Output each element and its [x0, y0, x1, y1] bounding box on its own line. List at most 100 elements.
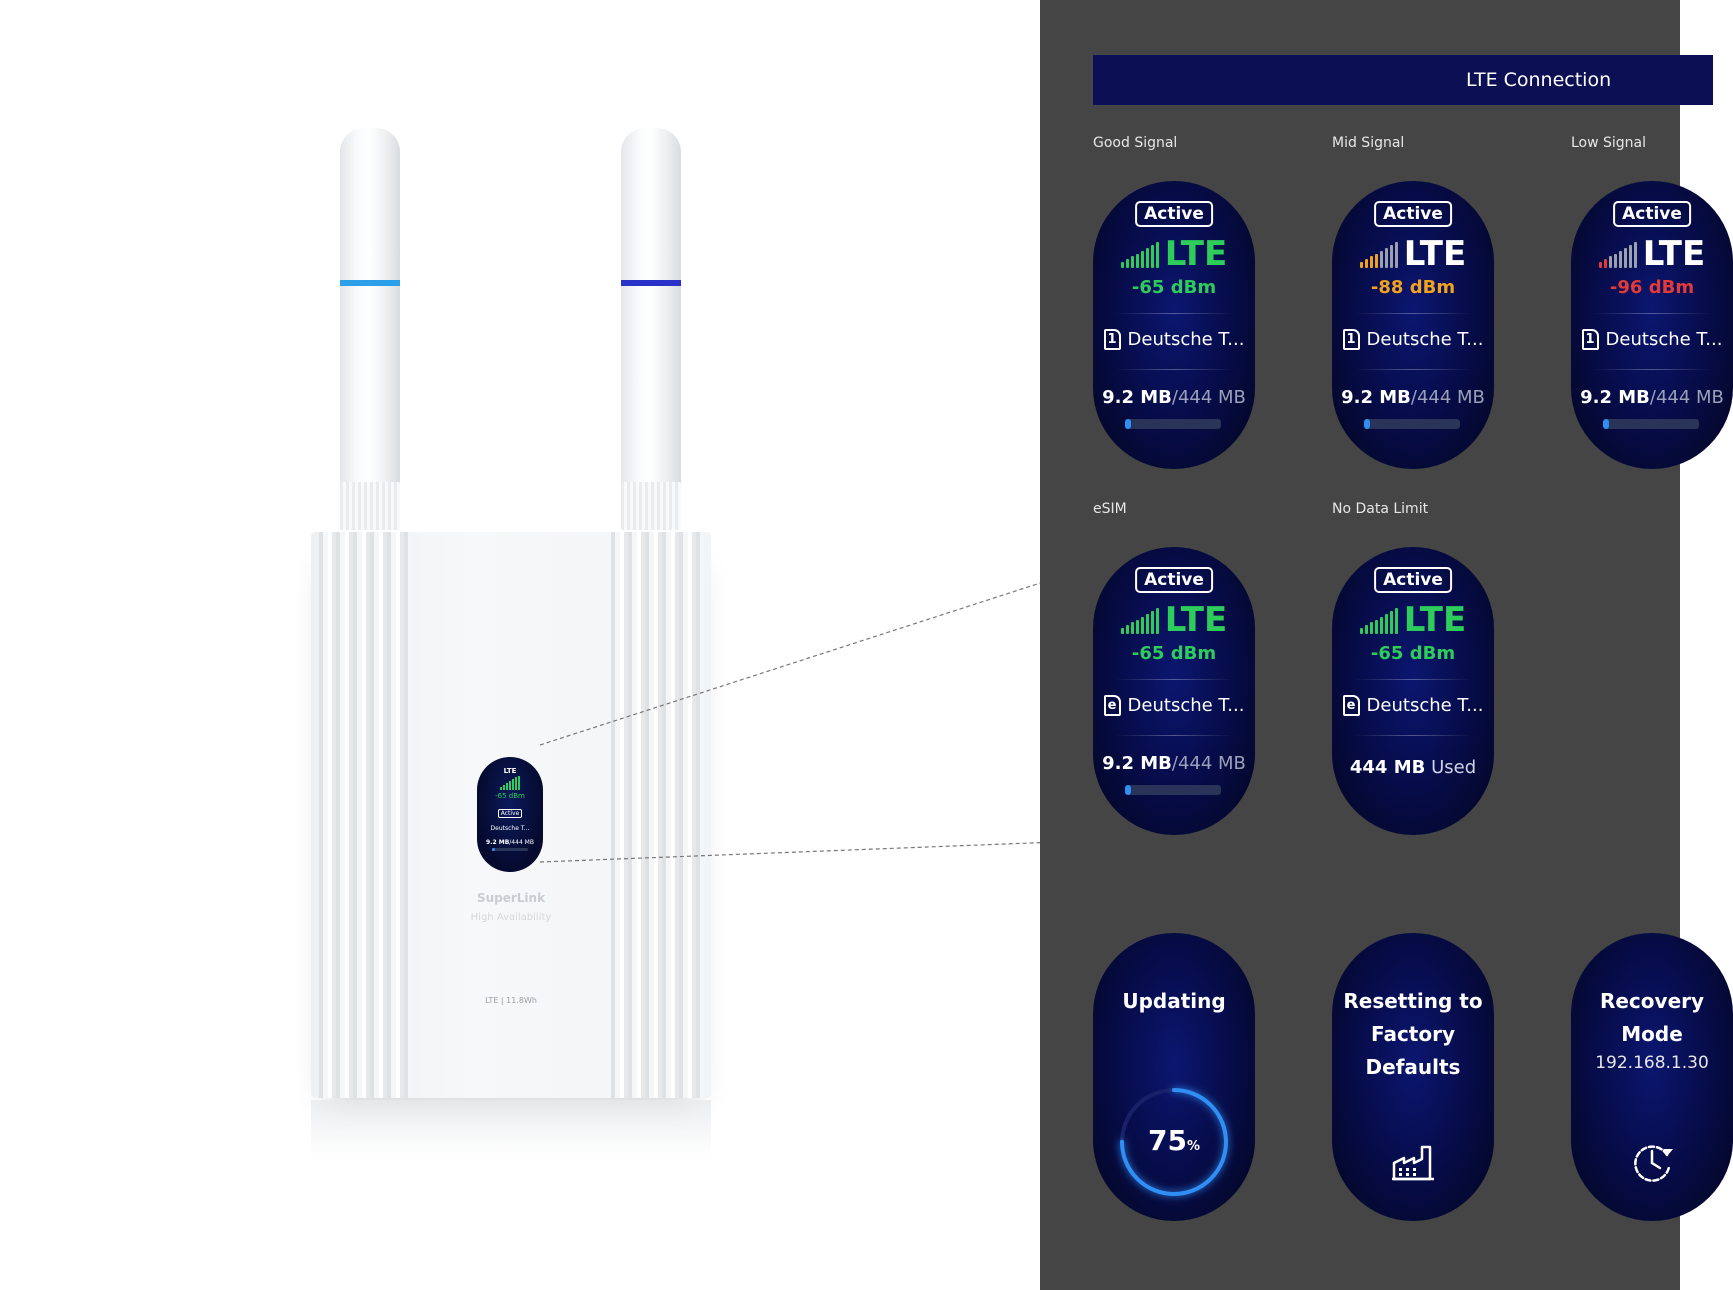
signal-bar [1369, 256, 1373, 268]
signal-bar [1364, 625, 1368, 634]
mini-carrier: Deutsche T... [490, 825, 530, 832]
usage-used: 9.2 MB [1580, 387, 1650, 408]
usage-total: 444 MB [1177, 753, 1246, 774]
sim-1-icon: 1 [1103, 329, 1121, 350]
usage-bar-fill [1125, 785, 1131, 795]
signal-bar [1603, 259, 1607, 268]
carrier-row: 1 Deutsche T... [1571, 329, 1733, 350]
state-title: Resetting to Factory Defaults [1343, 989, 1483, 1079]
data-usage: 444 MB Used [1332, 757, 1494, 778]
card-label: Good Signal [1093, 135, 1178, 151]
mini-status-badge: Active [497, 809, 523, 818]
card-label: Low Signal [1571, 135, 1647, 151]
progress-number: 75 [1148, 1124, 1187, 1157]
network-label: LTE [1642, 234, 1706, 274]
progress-unit: % [1186, 1139, 1200, 1154]
usage-bar [1603, 419, 1699, 429]
signal-bar [1135, 253, 1139, 268]
data-usage: 9.2 MB/444 MB [1341, 387, 1485, 408]
signal-bar [1120, 262, 1124, 268]
state-card: Recovery Mode 192.168.1.30 [1571, 933, 1733, 1221]
carrier-name: Deutsche T... [1127, 329, 1245, 350]
signal-bar [1394, 242, 1398, 268]
signal-bar [1155, 242, 1159, 268]
signal-bar [1140, 250, 1144, 268]
signal-bar [1364, 259, 1368, 268]
device-spec: LTE | 11.8Wh [485, 996, 537, 1005]
signal-bar [1130, 256, 1134, 268]
carrier-name: Deutsche T... [1605, 329, 1723, 350]
usage-used: 9.2 MB [1102, 387, 1172, 408]
data-usage: 9.2 MB/444 MB [1580, 387, 1724, 408]
status-badge: Active [1613, 201, 1691, 227]
antenna-ring-right [621, 280, 681, 286]
usage-total: 444 MB [1177, 387, 1246, 408]
signal-bars-icon [1598, 242, 1637, 268]
signal-bar [1359, 628, 1363, 634]
status-badge: Active [1374, 567, 1452, 593]
sim-1-icon: 1 [1581, 329, 1599, 350]
signal-strength: -88 dBm [1370, 277, 1456, 298]
card-label: No Data Limit [1332, 501, 1429, 517]
esim-icon: e [1103, 695, 1121, 716]
signal-bar [1379, 250, 1383, 268]
signal-bar [1150, 245, 1154, 268]
carrier-name: Deutsche T... [1127, 695, 1245, 716]
device-mini-screen: LTE -65 dBm Active Deutsche T... 9.2 MB/… [477, 757, 543, 872]
signal-strength: -65 dBm [1131, 643, 1217, 664]
antenna-ring-left [340, 280, 400, 286]
mini-total: /444 MB [509, 839, 534, 846]
card-label: eSIM [1093, 501, 1127, 517]
signal-bars-icon [1359, 242, 1398, 268]
signal-bar [1384, 614, 1388, 634]
device-brand: SuperLink [476, 891, 546, 905]
data-usage: 9.2 MB/444 MB [1102, 753, 1246, 774]
status-badge: Active [1135, 567, 1213, 593]
usage-total: 444 MB [1655, 387, 1724, 408]
antenna-left [340, 128, 400, 530]
signal-bar [1125, 625, 1129, 634]
signal-bar [1145, 248, 1149, 268]
usage-total: 444 MB [1416, 387, 1485, 408]
signal-bar [1130, 622, 1134, 634]
signal-bar [1389, 611, 1393, 634]
state-title: Recovery Mode [1599, 989, 1705, 1046]
signal-bar [1359, 262, 1363, 268]
signal-bar [1374, 253, 1378, 268]
signal-bar [1379, 616, 1383, 634]
progress-ring [1120, 1088, 1228, 1196]
mini-usage-bar [492, 848, 528, 851]
status-badge: Active [1374, 201, 1452, 227]
clock-restore-icon [1627, 1137, 1677, 1191]
product-photo: LTE -65 dBm Active Deutsche T... 9.2 MB/… [311, 128, 711, 1160]
usage-bar-fill [1603, 419, 1609, 429]
carrier-row: 1 Deutsche T... [1093, 329, 1255, 350]
signal-bar [1384, 248, 1388, 268]
signal-bar [1135, 619, 1139, 634]
signal-strength: -96 dBm [1609, 277, 1695, 298]
panel-title: LTE Connection [1466, 69, 1612, 91]
mini-usage: 9.2 MB [486, 839, 510, 846]
state-subtitle: 192.168.1.30 [1595, 1053, 1709, 1073]
usage-bar-fill [1364, 419, 1370, 429]
signal-strength: -65 dBm [1131, 277, 1217, 298]
progress-ring-fill [1120, 1088, 1228, 1196]
usage-bar [1364, 419, 1460, 429]
status-badge: Active [1135, 201, 1213, 227]
signal-bar [1120, 628, 1124, 634]
signal-bar [1598, 262, 1602, 268]
signal-strength: -65 dBm [1370, 643, 1456, 664]
signal-bar [1389, 245, 1393, 268]
signal-bar [1150, 611, 1154, 634]
usage-bar-fill [1125, 419, 1131, 429]
usage-suffix: Used [1425, 757, 1477, 778]
progress-value: 75% [1093, 1124, 1255, 1157]
usage-used: 9.2 MB [1341, 387, 1411, 408]
signal-bars-icon [1120, 242, 1159, 268]
